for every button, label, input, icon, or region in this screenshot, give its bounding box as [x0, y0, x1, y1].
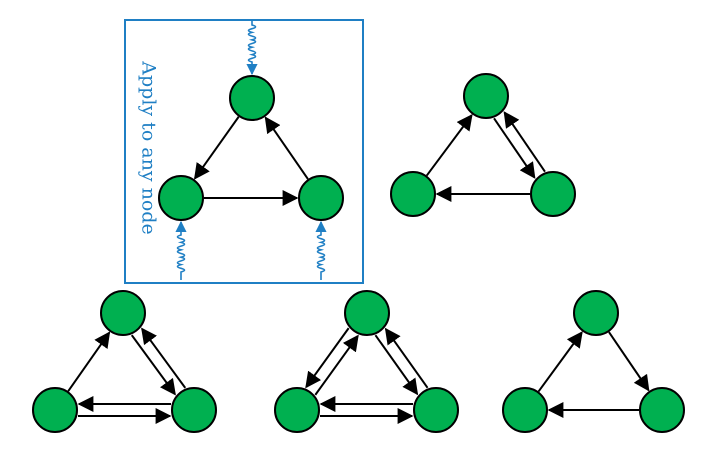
edge-g5-top-to-right	[608, 331, 650, 392]
edges-layer	[67, 111, 650, 424]
inputs-layer	[175, 20, 327, 280]
edge-g4-top-to-left	[305, 327, 350, 389]
node-g4-right	[413, 387, 459, 433]
node-g4-left	[274, 387, 320, 433]
edge-g5-left-to-top	[537, 331, 583, 393]
node-g3-right	[171, 387, 217, 433]
edge-g4-right-to-top	[384, 327, 429, 389]
node-g5-top	[573, 290, 619, 336]
edge-g3-top-to-right	[130, 334, 176, 396]
edge-g1-right-to-top	[264, 116, 309, 180]
edge-g3-left-to-top	[67, 331, 111, 392]
node-g5-right	[639, 387, 685, 433]
node-g3-left	[32, 387, 78, 433]
edge-g3-right-to-top	[141, 327, 187, 389]
edge-g1-top-to-left	[193, 116, 240, 180]
node-g4-top	[344, 290, 390, 336]
edge-g4-left-to-top	[314, 334, 359, 396]
edge-g4-top-to-right	[374, 334, 419, 396]
nodes-layer	[32, 73, 685, 433]
node-g1-top	[229, 75, 275, 121]
node-g2-left	[390, 171, 436, 217]
node-g3-top	[100, 290, 146, 336]
node-g2-top	[463, 73, 509, 119]
node-g5-left	[502, 387, 548, 433]
edge-g2-right-to-top	[503, 111, 546, 173]
edge-g2-left-to-top	[425, 113, 473, 177]
node-g1-left	[158, 175, 204, 221]
node-g1-right	[298, 175, 344, 221]
node-g2-right	[530, 171, 576, 217]
highlight-box-label: Apply to any node	[137, 61, 160, 235]
highlight-box	[124, 19, 364, 284]
input-signal-g1-left	[175, 220, 187, 280]
input-signal-g1-top	[246, 20, 258, 76]
edge-g2-top-to-right	[493, 117, 536, 179]
input-signal-g1-right	[315, 220, 327, 280]
